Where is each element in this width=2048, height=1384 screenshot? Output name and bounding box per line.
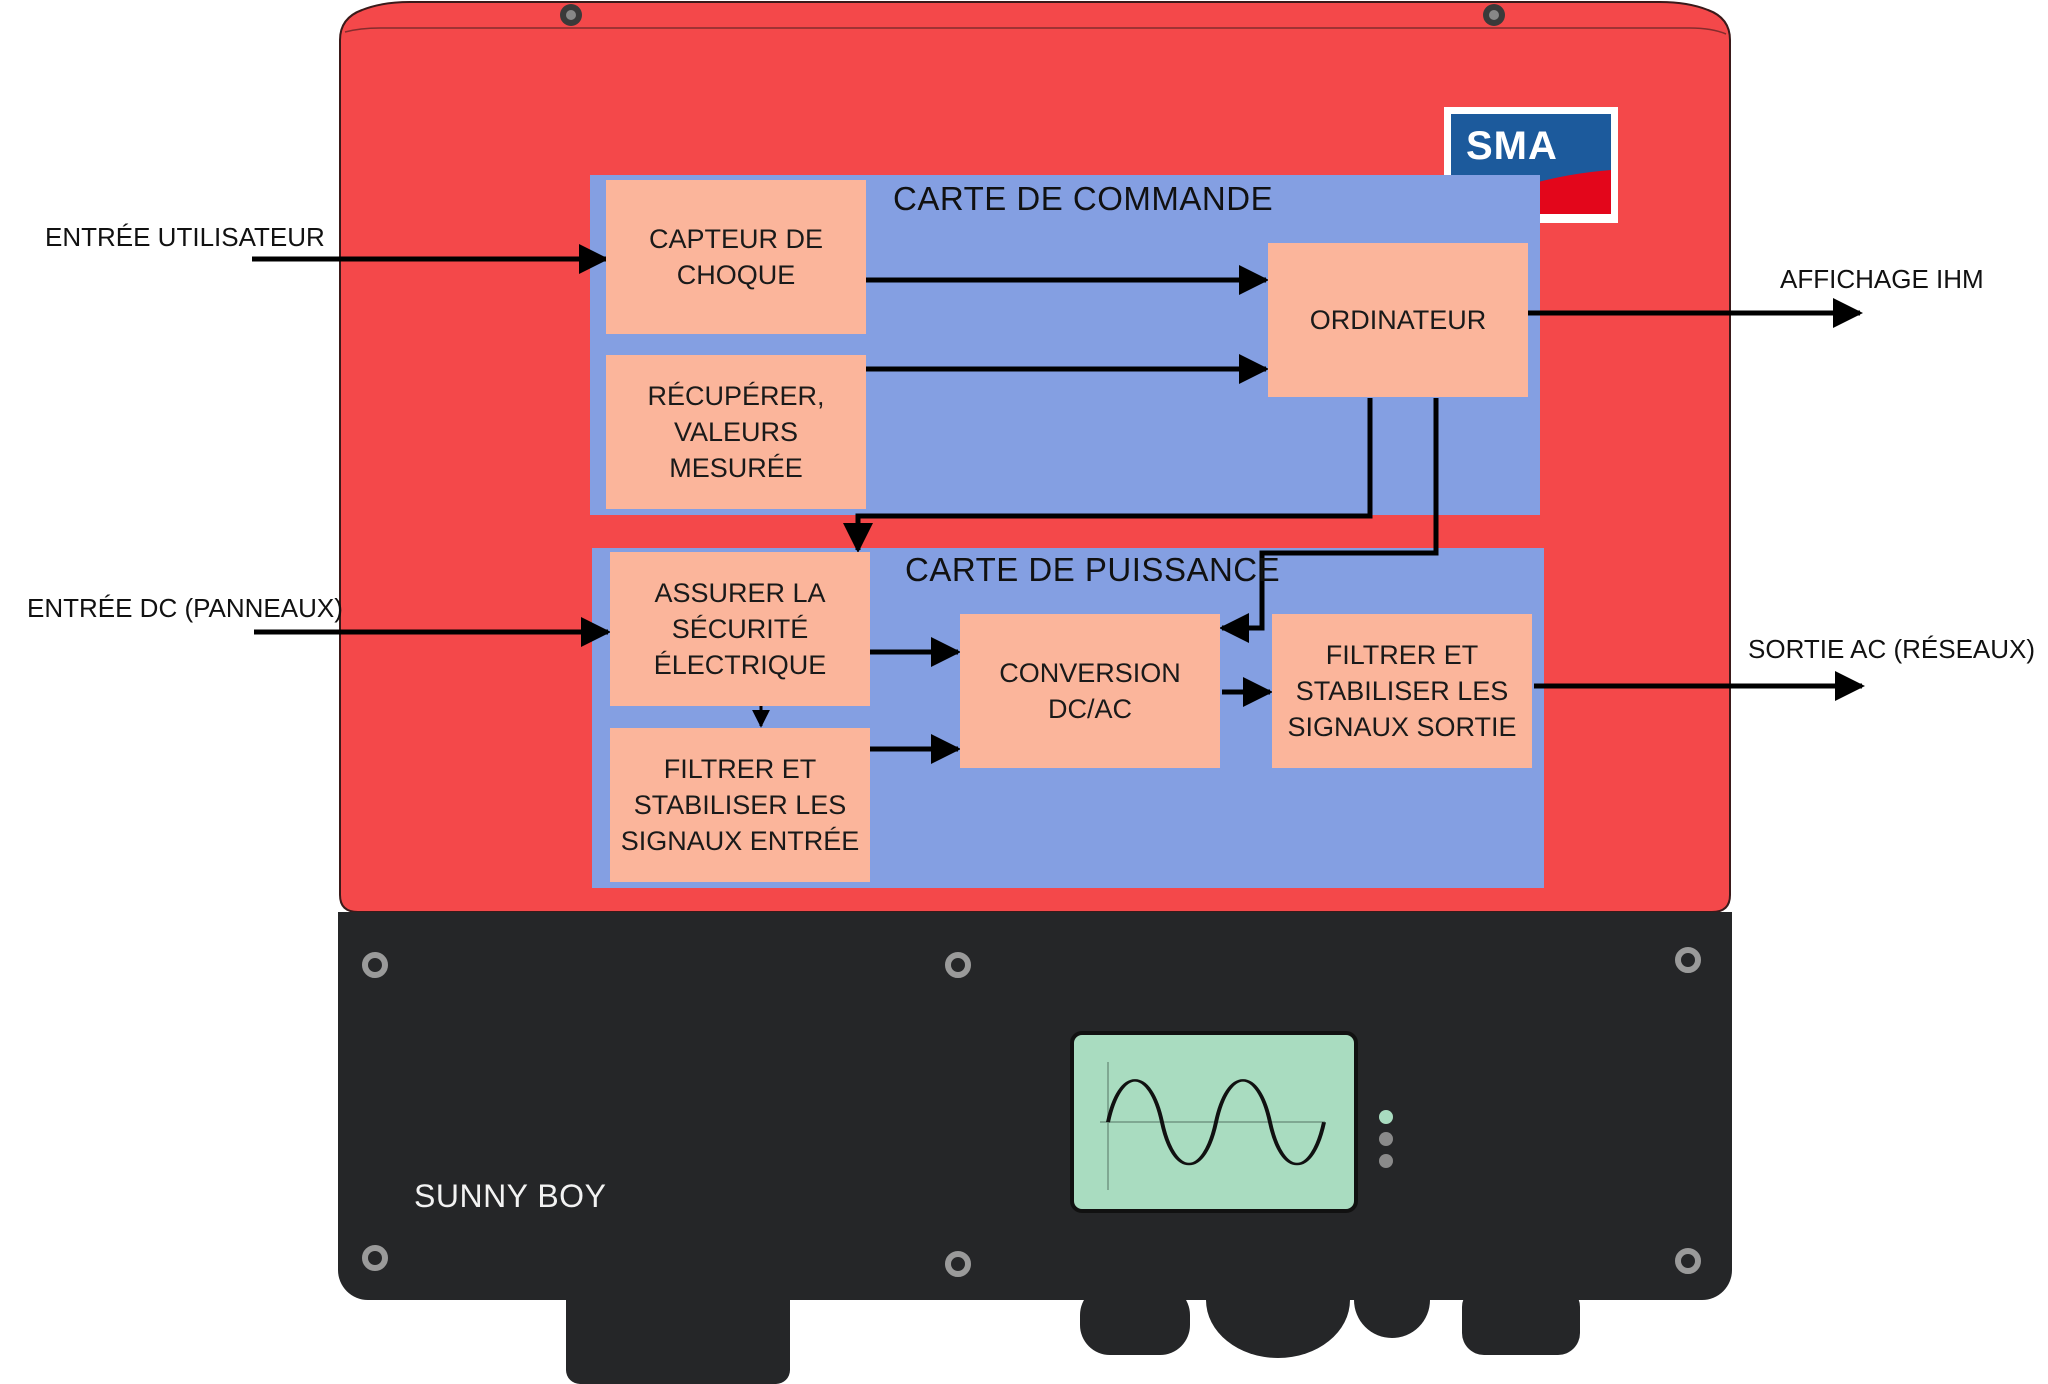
input-filter-box: FILTRER ET STABILISER LES SIGNAUX ENTRÉE <box>610 728 870 882</box>
brand-logo-text: SMA <box>1466 124 1558 168</box>
display-screen <box>1070 1031 1358 1213</box>
screw-icon <box>945 1251 971 1277</box>
label-dc-input: ENTRÉE DC (PANNEAUX) <box>27 593 343 623</box>
output-filter-box: FILTRER ET STABILISER LES SIGNAUX SORTIE <box>1272 614 1532 768</box>
dark-housing <box>338 912 1732 1300</box>
control-board-title: CARTE DE COMMANDE <box>893 180 1274 217</box>
status-led-icon <box>1379 1154 1393 1168</box>
computer-box: ORDINATEUR <box>1268 243 1528 397</box>
power-board-title: CARTE DE PUISSANCE <box>905 551 1281 588</box>
model-name: SUNNY BOY <box>414 1178 607 1214</box>
shock-sensor-box: CAPTEUR DE CHOQUE <box>606 180 866 334</box>
screw-icon <box>1483 4 1505 26</box>
label-ac-output: SORTIE AC (RÉSEAUX) <box>1748 634 2036 664</box>
cable-gland <box>1080 1285 1190 1355</box>
screw-icon <box>945 952 971 978</box>
cable-gland <box>566 1280 790 1384</box>
screw-icon <box>362 1245 388 1271</box>
electrical-safety-box: ASSURER LA SÉCURITÉ ÉLECTRIQUE <box>610 552 870 706</box>
arrow-computer-to-conversion <box>1219 398 1439 643</box>
cable-gland <box>1462 1285 1580 1355</box>
status-led-icon <box>1379 1132 1393 1146</box>
label-user-input: ENTRÉE UTILISATEUR <box>45 222 325 252</box>
screw-icon <box>560 4 582 26</box>
measured-values-box: RÉCUPÉRER, VALEURS MESURÉE <box>606 355 866 509</box>
label-hmi-display: AFFICHAGE IHM <box>1780 264 1984 294</box>
sine-wave-icon <box>1106 1079 1326 1166</box>
screw-icon <box>362 952 388 978</box>
status-led-icon <box>1379 1110 1393 1124</box>
screw-icon <box>1675 947 1701 973</box>
dc-ac-conversion-box: CONVERSION DC/AC <box>960 614 1220 768</box>
screw-icon <box>1675 1248 1701 1274</box>
signal-arrows <box>252 244 1865 764</box>
arrow-computer-to-safety <box>843 398 1373 553</box>
